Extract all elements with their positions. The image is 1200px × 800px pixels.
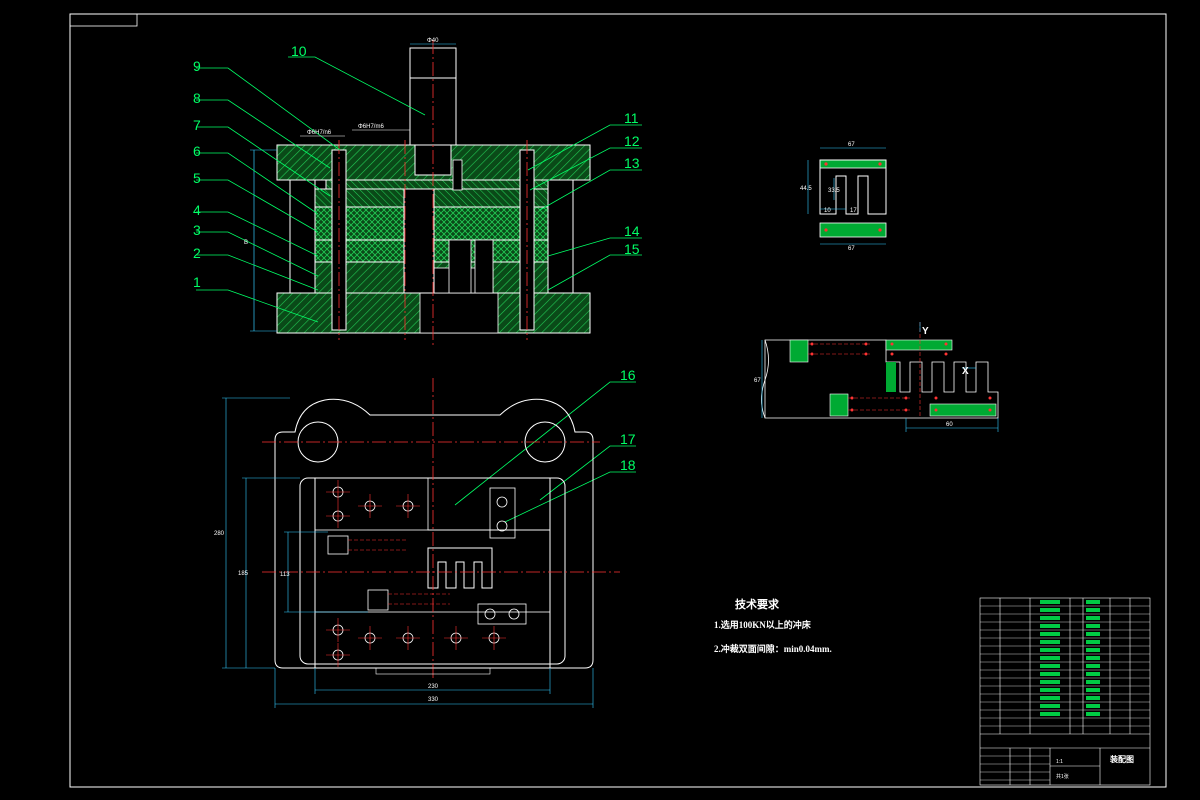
balloon-15: 15 (624, 241, 640, 257)
sheet-label: 共1张 (1056, 773, 1069, 780)
drawing-frame (69, 13, 1167, 788)
part-height-dim: 44.5 (800, 186, 812, 192)
balloon-7: 7 (193, 117, 201, 133)
balloon-5: 5 (193, 170, 201, 186)
balloon-6: 6 (193, 143, 201, 159)
balloon-18: 18 (620, 457, 636, 473)
plan-view: 280 185 113 330 230 (214, 378, 620, 708)
title-block (979, 597, 1151, 786)
balloon-3: 3 (193, 222, 201, 238)
balloon-leaders (196, 56, 642, 523)
parts-list-fills (1040, 600, 1100, 716)
part-sub1-dim: 10 (824, 208, 831, 214)
part-drawing: 67 44.5 33.5 10 17 67 (800, 142, 887, 252)
balloon-9: 9 (193, 58, 201, 74)
balloon-4: 4 (193, 202, 201, 218)
balloon-2: 2 (193, 245, 201, 261)
tech-req-item-2: 2.冲裁双面间隙：min0.04mm. (714, 643, 832, 654)
fit-label-2: Φ6H7/m6 (358, 124, 384, 130)
tech-req-item-1: 1.选用100KN以上的冲床 (714, 619, 812, 630)
balloon-14: 14 (624, 223, 640, 239)
plan-offset-dim: 113 (280, 572, 290, 578)
balloon-labels: 1 2 3 4 5 6 7 8 9 10 11 12 13 14 15 16 1… (193, 43, 640, 473)
balloon-10: 10 (291, 43, 307, 59)
plan-inner-width-dim: 230 (428, 684, 439, 690)
balloon-8: 8 (193, 90, 201, 106)
title-block-texts: 装配图 1:1 共1张 (1056, 754, 1134, 780)
strip-width-dim: 67 (754, 378, 761, 384)
x-axis-label: X (962, 366, 969, 377)
y-axis-label: Y (922, 326, 929, 337)
strip-length-dim: 60 (946, 422, 953, 428)
front-section-view (250, 40, 591, 345)
technical-requirements: 技术要求 1.选用100KN以上的冲床 2.冲裁双面间隙：min0.04mm. (714, 597, 832, 654)
plan-total-height-dim: 280 (214, 531, 225, 537)
drawing-name: 装配图 (1109, 754, 1134, 764)
part-sub2-dim: 17 (850, 208, 857, 214)
strip-layout: 67 60 Y X (754, 322, 999, 432)
section-height-label: B (244, 240, 248, 246)
balloon-12: 12 (624, 133, 640, 149)
part-bottom-dim: 67 (848, 246, 855, 252)
balloon-16: 16 (620, 367, 636, 383)
balloon-17: 17 (620, 431, 636, 447)
plan-total-width-dim: 330 (428, 697, 439, 703)
fit-annotations: Φ6H7/n6 Φ6H7/m6 Φ40 B (244, 38, 439, 246)
shank-diameter-label: Φ40 (427, 38, 439, 44)
balloon-1: 1 (193, 274, 201, 290)
scale-label: 1:1 (1056, 759, 1063, 765)
plan-inner-height-dim: 185 (238, 571, 249, 577)
fit-label-1: Φ6H7/n6 (307, 130, 332, 136)
tech-req-title: 技术要求 (735, 597, 780, 611)
balloon-11: 11 (624, 110, 639, 126)
part-slot-dim: 33.5 (828, 188, 840, 194)
part-width-dim: 67 (848, 142, 855, 148)
balloon-13: 13 (624, 155, 640, 171)
parts-list-rows (980, 605, 1150, 781)
